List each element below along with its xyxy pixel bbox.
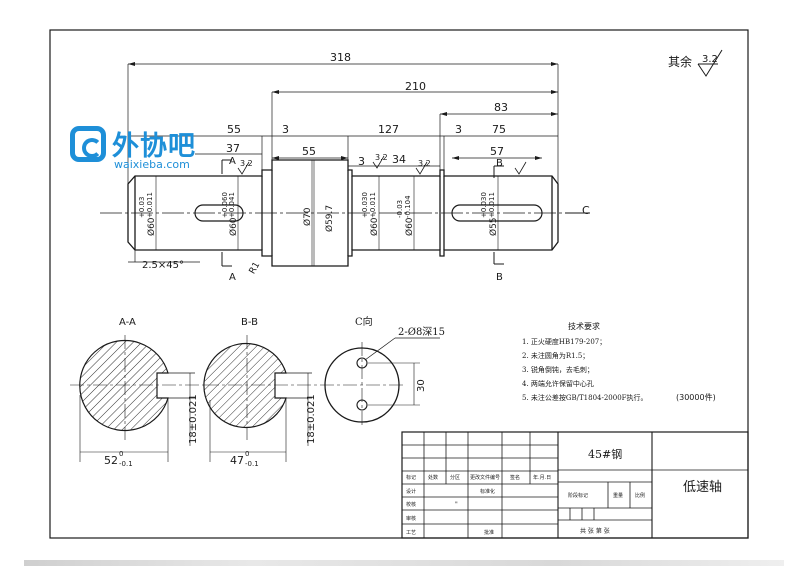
tech-req-item-2: 2. 未注圆角为R1.5；	[522, 351, 589, 360]
section-aa-title: A-A	[119, 317, 136, 328]
roughness-a: 3.2	[240, 159, 253, 168]
dia-7-tol-lower: +0.011	[488, 192, 496, 218]
roughness-c: 3.2	[418, 159, 431, 168]
diameter-labels: Ø60 +0.03 +0.011 Ø60 +0.060 +0.041 Ø70 Ø…	[138, 192, 499, 236]
title-row-label-2: 设计	[406, 488, 416, 495]
dia-2-tol-lower: +0.041	[228, 192, 236, 218]
section-bb-title: B-B	[241, 317, 258, 328]
title-mid-label-3: 更改文件编号	[470, 474, 500, 481]
dim-127: 127	[378, 123, 399, 136]
dia-7: Ø55	[488, 217, 499, 236]
dim-chamfer: 2.5×45°	[142, 260, 184, 271]
title-weight-label: 重量	[613, 492, 623, 499]
scan-edge-smudge	[24, 560, 784, 566]
dia-5-tol-upper: +0.030	[361, 192, 369, 218]
section-bb-width: 47	[230, 454, 244, 467]
section-aa	[70, 335, 205, 462]
title-dash: "	[455, 501, 458, 508]
watermark-logo: 外协吧 waixieba.com	[70, 122, 230, 182]
dim-57: 57	[490, 145, 504, 158]
dim-55b: 55	[302, 145, 316, 158]
roughness-b: 3.2	[375, 153, 388, 162]
tech-req-item-4: 4. 两端允许保留中心孔	[522, 379, 594, 388]
view-c	[320, 337, 440, 428]
section-mark-a-top: A	[229, 156, 236, 167]
dia-6-tol-lower: -0.104	[404, 195, 412, 218]
dia-3: Ø70	[302, 207, 313, 226]
dia-2-tol-upper: +0.060	[221, 192, 229, 218]
tech-req-item-3: 3. 锐角倒钝，去毛刺；	[522, 365, 594, 374]
section-mark-b-top: B	[496, 158, 503, 169]
view-mark-c: C	[582, 204, 590, 217]
tech-req-quantity: (30000件)	[676, 392, 716, 402]
dim-83: 83	[494, 101, 508, 114]
title-mid-label-4: 签名	[510, 474, 520, 481]
dim-75: 75	[492, 123, 506, 136]
tech-req-item-5: 5. 未注公差按GB/T1804-2000F执行。	[522, 393, 648, 402]
title-mid-label-5: 年.月.日	[533, 474, 551, 481]
roughness-label: 其余	[668, 54, 692, 69]
logo-icon	[70, 126, 106, 162]
title-row-label-1: 标记	[406, 474, 416, 481]
dim-3b: 3	[455, 123, 462, 136]
title-mid-label-1: 处数	[428, 474, 438, 481]
dim-55a: 55	[227, 123, 241, 136]
logo-url: waixieba.com	[114, 158, 190, 171]
view-c-spacing: 30	[416, 379, 427, 392]
dim-overall: 318	[330, 51, 351, 64]
tech-req-item-1: 1. 正火硬度HB179-207；	[522, 337, 606, 346]
title-material: 45#钢	[588, 448, 622, 461]
keyway-a	[194, 204, 244, 222]
dim-34: 34	[392, 153, 406, 166]
dia-2: Ø60	[228, 217, 239, 236]
section-bb	[203, 335, 318, 462]
section-bb-width-tol: -0.1	[245, 460, 259, 468]
title-row-label-4: 审核	[406, 515, 416, 522]
title-scale-label: 比例	[635, 492, 645, 499]
drawing-frame	[49, 29, 749, 539]
dim-210: 210	[405, 80, 426, 93]
view-c-holes: 2-Ø8深15	[398, 326, 445, 338]
dim-r1: R1	[248, 261, 263, 276]
roughness-symbol	[697, 49, 723, 77]
title-part-name: 低速轴	[683, 480, 722, 495]
section-aa-width: 52	[104, 454, 118, 467]
dia-5-tol-lower: +0.011	[369, 192, 377, 218]
section-bb-width-tol-upper: 0	[245, 450, 249, 458]
dia-1: Ø60	[146, 217, 157, 236]
section-bb-depth: 18±0.021	[306, 394, 317, 444]
title-row-label-5: 工艺	[406, 530, 416, 536]
section-aa-width-tol-upper: 0	[119, 450, 123, 458]
roughness-value: 3.2	[702, 54, 718, 65]
section-aa-depth: 18±0.021	[188, 394, 199, 444]
dia-5: Ø60	[369, 217, 380, 236]
section-mark-a-bottom: A	[229, 272, 236, 283]
dia-1-tol-upper: +0.03	[138, 197, 146, 218]
logo-name: 外协吧	[112, 131, 196, 162]
dia-7-tol-upper: +0.030	[480, 192, 488, 218]
dia-6-tol-upper: -0.03	[396, 200, 404, 218]
title-mid-label-2: 分区	[450, 474, 460, 481]
title-std-label: 标准化	[480, 488, 495, 495]
dim-3a: 3	[282, 123, 289, 136]
title-stage-label: 阶段标记	[568, 492, 588, 499]
section-aa-width-tol: -0.1	[119, 460, 133, 468]
dia-1-tol-lower: +0.011	[146, 192, 154, 218]
dim-37: 37	[226, 142, 240, 155]
view-c-title: C向	[355, 315, 373, 328]
section-mark-b-bottom: B	[496, 272, 503, 283]
shaft-body	[127, 159, 559, 267]
dim-3c: 3	[358, 155, 365, 168]
title-sheets-label: 共 张 第 张	[580, 527, 610, 535]
dia-6: Ø60	[404, 217, 415, 236]
tech-req-title: 技术要求	[568, 321, 600, 331]
shaft-roughness-marks	[237, 155, 527, 175]
dia-4: Ø59.7	[324, 205, 335, 232]
keyway-b	[451, 204, 543, 222]
title-block	[401, 431, 749, 539]
title-approve-label: 批准	[484, 529, 494, 536]
title-row-label-3: 校核	[406, 501, 416, 508]
